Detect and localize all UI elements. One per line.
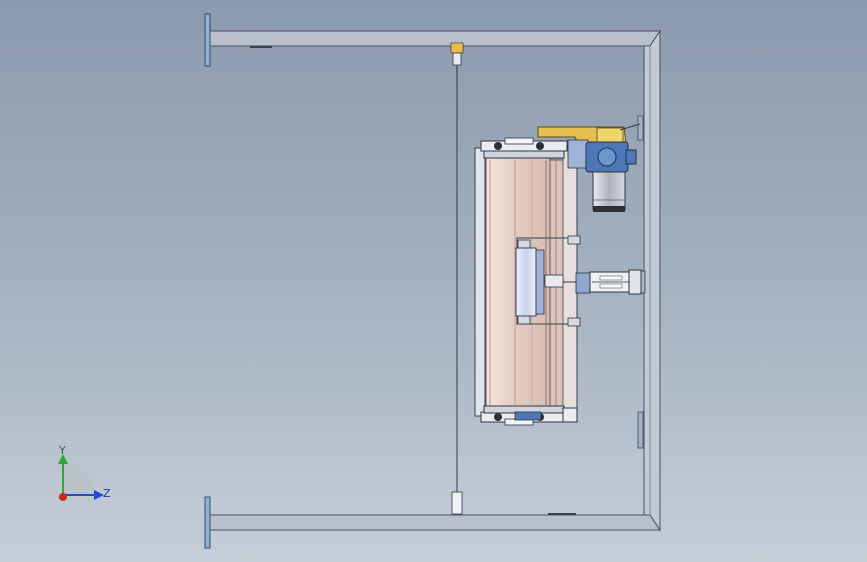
triad-quadrant [63,463,95,495]
bottom-rail [208,514,661,531]
roller-assembly [474,137,595,426]
idler-roller [515,247,537,317]
motor-body [592,171,626,211]
bottom-left-end-plate [204,496,211,549]
left-side-plate [474,147,486,417]
z-axis-label: Z [103,487,111,500]
suspension-wire [450,42,464,515]
top-left-end-plate [204,13,211,67]
y-axis-label: Y [58,444,66,457]
outer-frame [204,13,661,549]
drive-unit [537,123,641,212]
origin-dot [59,493,67,501]
tension-cylinder [575,269,646,295]
top-rail [208,30,661,47]
coordinate-triad: Y Z [58,444,111,501]
right-post [643,29,661,532]
